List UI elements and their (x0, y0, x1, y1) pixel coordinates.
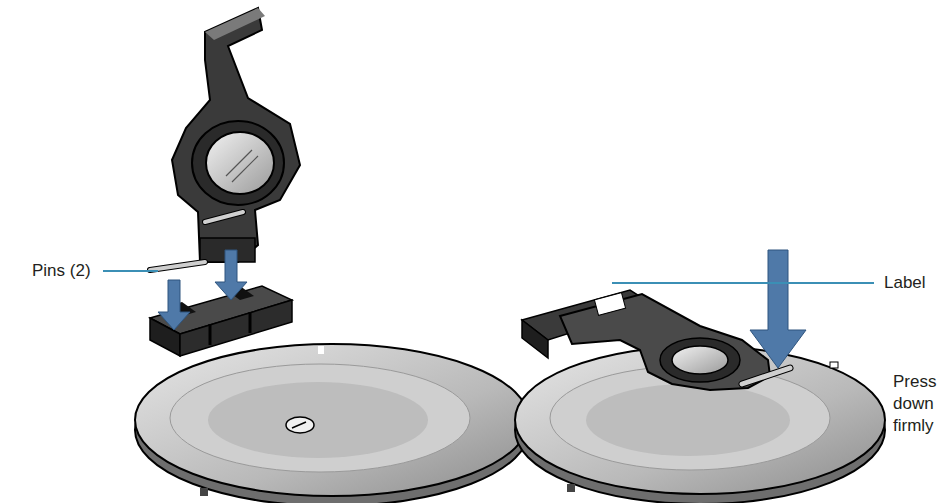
sample-plate (135, 340, 529, 503)
part-label: Label (884, 272, 943, 294)
insert-arrows (158, 250, 247, 330)
press-arrow (750, 250, 806, 368)
leader-line (612, 282, 874, 284)
instruction-note: Press down firmly (893, 371, 941, 437)
bracket (150, 8, 300, 270)
leader-line (103, 270, 158, 272)
bracket (522, 290, 790, 390)
part-label: Pins (2) (32, 260, 112, 282)
sample-plate (515, 346, 885, 503)
label-area (594, 293, 625, 316)
